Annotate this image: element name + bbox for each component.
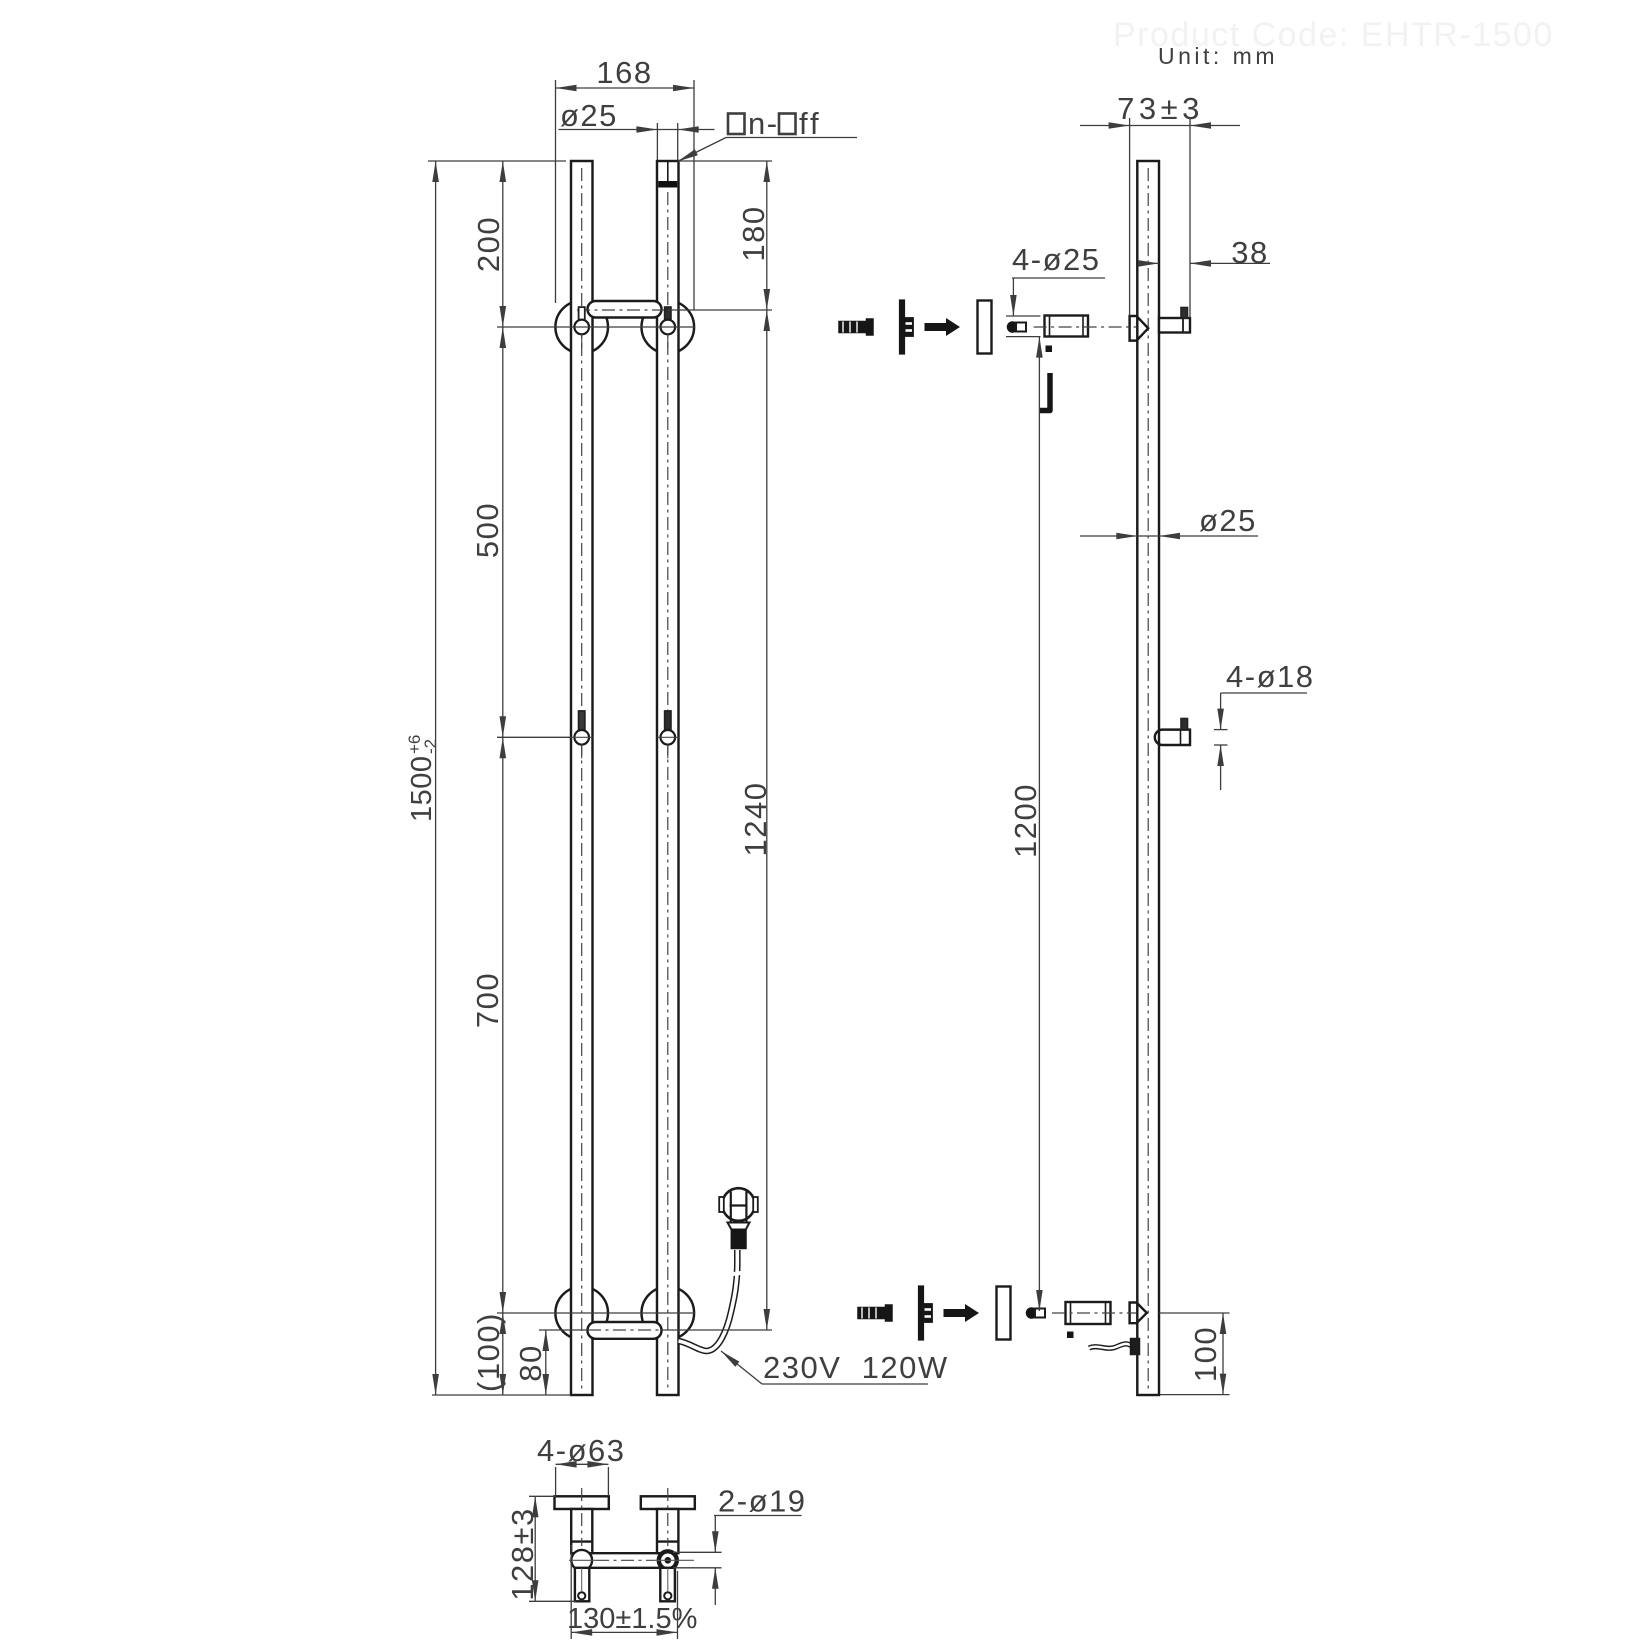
svg-text:2-ø19: 2-ø19 <box>718 1484 806 1519</box>
svg-text:700: 700 <box>470 972 505 1028</box>
svg-text:4-ø25: 4-ø25 <box>1012 242 1100 277</box>
svg-text:230V 120W: 230V 120W <box>763 1350 949 1385</box>
svg-text:100: 100 <box>1188 1326 1223 1382</box>
svg-text:n-: n- <box>748 106 779 141</box>
svg-text:4-ø63: 4-ø63 <box>537 1433 625 1468</box>
svg-text:38: 38 <box>1231 235 1268 270</box>
svg-text:1240: 1240 <box>738 782 773 857</box>
svg-text:Product Code: EHTR-1500: Product Code: EHTR-1500 <box>1113 16 1554 54</box>
svg-text:200: 200 <box>471 216 506 272</box>
svg-text:1500: 1500 <box>406 755 438 822</box>
svg-text:ff: ff <box>799 106 822 141</box>
svg-text:128±3: 128±3 <box>505 1507 540 1600</box>
svg-text:ø25: ø25 <box>560 98 618 133</box>
svg-text:500: 500 <box>470 502 505 558</box>
svg-text:Unit: mm: Unit: mm <box>1158 43 1278 69</box>
svg-text:-2: -2 <box>421 739 440 754</box>
svg-text:ø25: ø25 <box>1199 503 1257 538</box>
svg-text:80: 80 <box>513 1344 548 1381</box>
svg-text:(100): (100) <box>471 1312 506 1392</box>
svg-text:1200: 1200 <box>1008 783 1043 858</box>
svg-text:180: 180 <box>736 205 771 261</box>
svg-text:73±3: 73±3 <box>1117 91 1204 126</box>
svg-text:168: 168 <box>596 55 652 90</box>
svg-text:+6: +6 <box>405 735 424 754</box>
svg-text:130±1.5%: 130±1.5% <box>567 1603 697 1635</box>
svg-text:4-ø18: 4-ø18 <box>1226 659 1314 694</box>
